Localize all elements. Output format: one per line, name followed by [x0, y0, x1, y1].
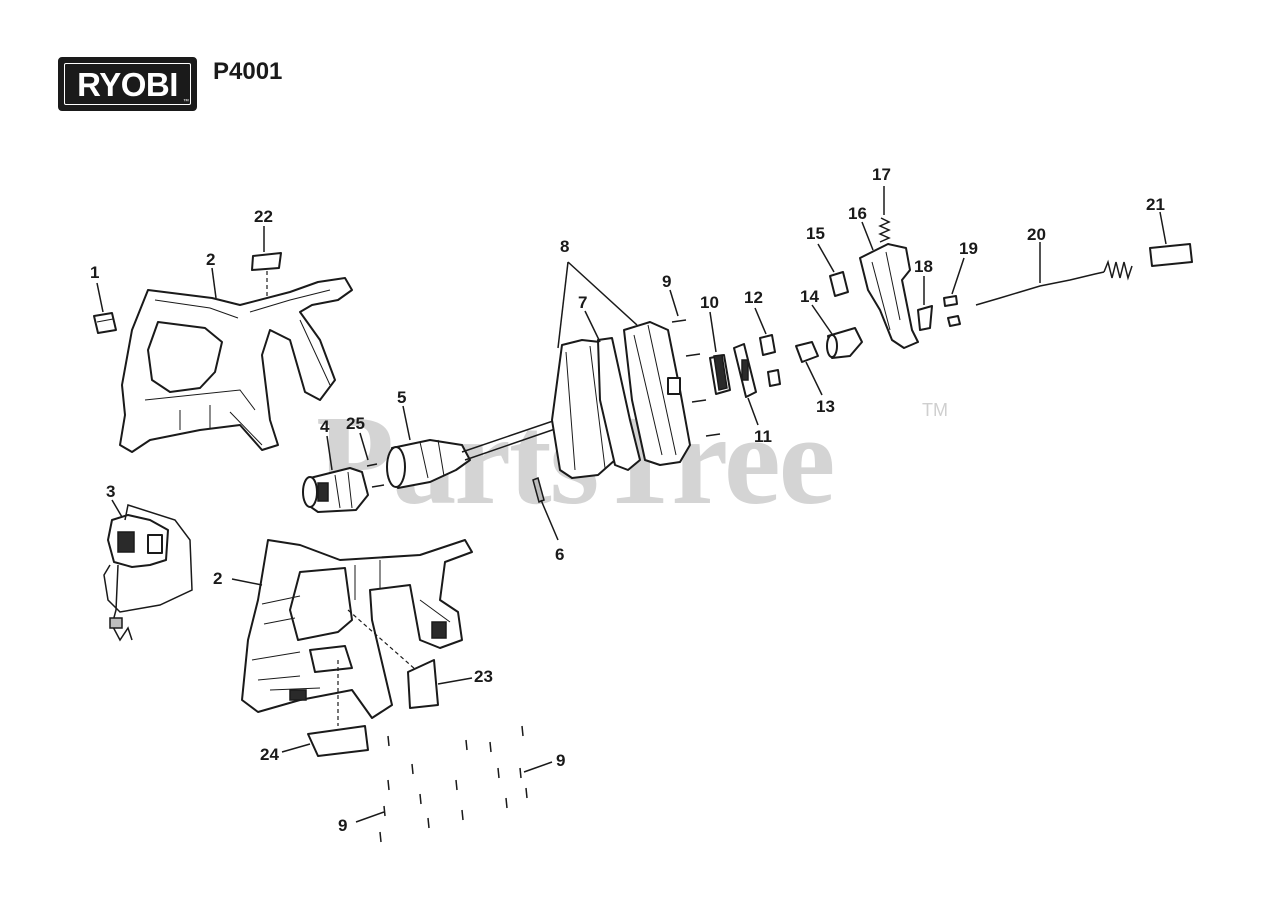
callout-14: 14: [800, 287, 819, 306]
logo-border: [64, 63, 191, 105]
callout-13: 13: [816, 397, 835, 416]
part-21-cap: [1149, 243, 1193, 267]
callout-10: 10: [700, 293, 719, 312]
callout-19: 19: [959, 239, 978, 258]
callout-2-lower: 2: [213, 569, 222, 588]
watermark-trademark: TM: [922, 400, 948, 420]
callout-22: 22: [254, 207, 273, 226]
callout-21: 21: [1146, 195, 1165, 214]
part-3-switch-wiring: [103, 504, 193, 642]
part-9-housing-screws: [379, 725, 528, 843]
callout-25: 25: [346, 414, 365, 433]
callout-23: 23: [474, 667, 493, 686]
part-2-housing-right: [241, 539, 473, 719]
part-5-gearbox: [386, 419, 559, 489]
part-8-drum-rear: [623, 321, 691, 466]
callout-3: 3: [106, 482, 115, 501]
part-20-cable: [975, 259, 1133, 306]
logo-text: RYOBI: [77, 66, 178, 103]
part-19-nut: [943, 295, 961, 327]
model-number: P4001: [213, 58, 283, 85]
part-2-housing-left: [119, 277, 353, 453]
part-4-motor: [302, 467, 369, 513]
ryobi-logo: RYOBI ™: [58, 57, 197, 111]
callout-5: 5: [397, 388, 406, 407]
part-14-coupling: [826, 327, 863, 359]
part-6-pin: [532, 476, 545, 504]
callout-12: 12: [744, 288, 763, 307]
callout-18: 18: [914, 257, 933, 276]
callout-8: 8: [560, 237, 569, 256]
callout-7: 7: [578, 293, 587, 312]
logo-trademark: ™: [183, 99, 189, 105]
part-15-button: [829, 271, 849, 297]
callout-4: 4: [320, 417, 330, 436]
callout-11: 11: [754, 427, 772, 446]
callout-15: 15: [806, 224, 825, 243]
part-9-drum-screws: [671, 319, 721, 437]
callout-2-upper: 2: [206, 250, 215, 269]
part-22-label: [251, 252, 282, 271]
callout-24: 24: [260, 745, 279, 764]
part-16-nose-housing: [859, 243, 919, 349]
part-10-bushing: [709, 354, 731, 395]
callout-6: 6: [555, 545, 564, 564]
part-12-clip: [759, 334, 781, 387]
callout-9-left: 9: [338, 816, 347, 835]
part-17-spring: [878, 217, 891, 243]
part-24-label: [307, 725, 369, 757]
callout-20: 20: [1027, 225, 1046, 244]
part-7-drum-middle: [597, 337, 641, 471]
part-1-clip: [93, 312, 117, 334]
part-25-screws: [366, 463, 385, 488]
part-23-label: [407, 659, 439, 709]
callout-17: 17: [872, 165, 891, 184]
part-18-thumb-screw: [917, 305, 933, 331]
callout-16: 16: [848, 204, 867, 223]
callout-1: 1: [90, 263, 99, 282]
part-11-bracket: [733, 343, 757, 398]
part-13-latch: [795, 341, 819, 363]
callout-9-right: 9: [556, 751, 565, 770]
callout-9-drum: 9: [662, 272, 671, 291]
